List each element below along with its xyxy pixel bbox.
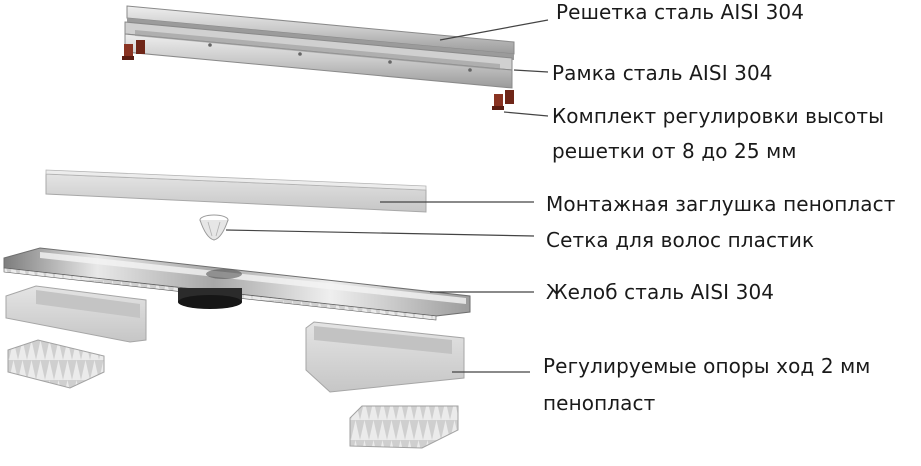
label-frame: Рамка сталь AISI 304 — [552, 61, 773, 85]
label-height-kit-line2: решетки от 8 до 25 мм — [552, 139, 797, 163]
label-supports-line2: пенопласт — [543, 391, 656, 415]
height-adjuster-left — [122, 40, 145, 60]
label-supports-line1: Регулируемые опоры ход 2 мм — [543, 354, 871, 378]
foam-support-right — [305, 321, 465, 393]
leader-hair-strainer — [225, 229, 535, 237]
frame-part — [124, 21, 513, 89]
mounting-plug-part — [45, 169, 427, 213]
foam-wedge-left — [7, 339, 105, 389]
leader-frame — [513, 69, 549, 73]
label-channel: Желоб сталь AISI 304 — [546, 280, 775, 304]
leader-grate — [439, 19, 549, 41]
label-hair-strainer: Сетка для волос пластик — [546, 228, 815, 252]
label-height-kit-line1: Комплект регулировки высоты — [552, 104, 885, 128]
label-mounting-plug: Монтажная заглушка пенопласт — [546, 192, 896, 216]
label-grate: Решетка сталь AISI 304 — [556, 0, 805, 24]
foam-wedge-right — [349, 405, 459, 449]
drain-outlet — [178, 288, 242, 309]
height-adjuster-right — [492, 90, 514, 110]
hair-strainer-part — [199, 214, 229, 241]
foam-support-left — [5, 285, 147, 343]
leader-height-kit — [503, 111, 549, 117]
